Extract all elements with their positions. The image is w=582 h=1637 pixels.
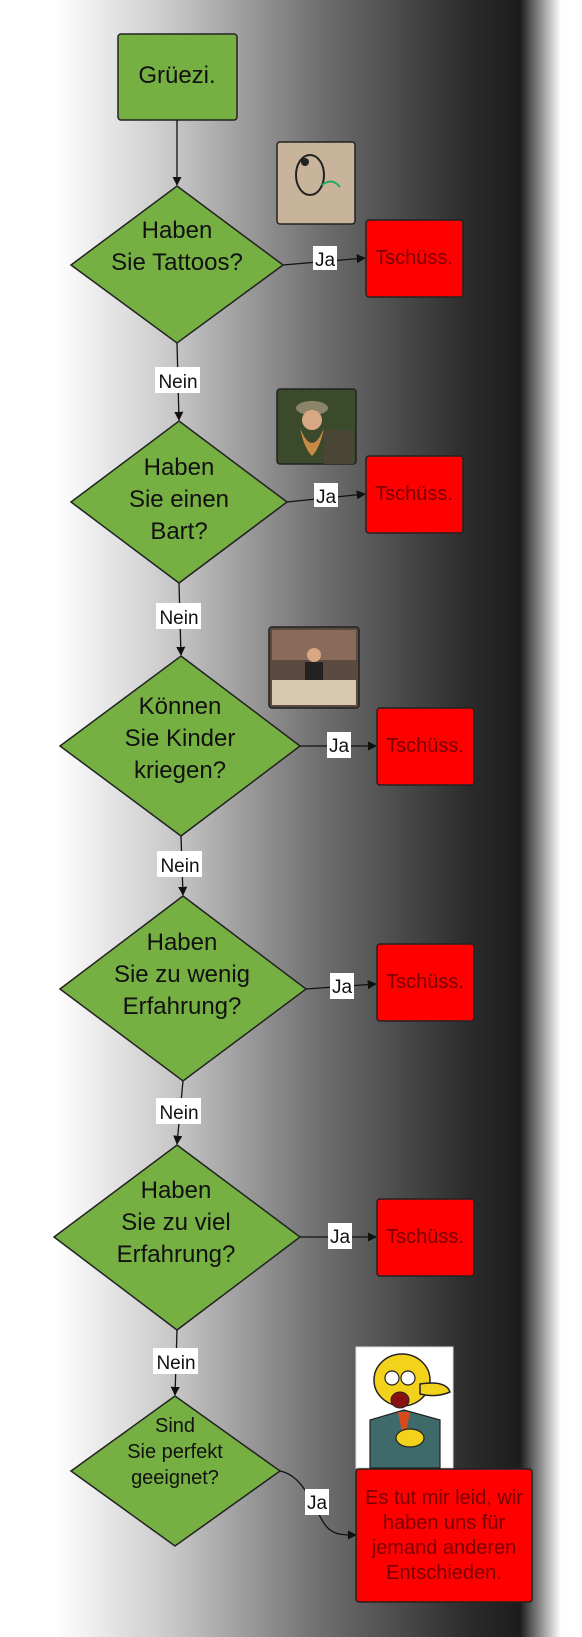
decision-too-little-line3: Erfahrung?: [123, 993, 242, 1020]
decision-perfect-line1: Sind: [155, 1415, 195, 1437]
no-label: Nein: [159, 1103, 198, 1124]
outcome-tschuess-2: [365, 455, 464, 534]
no-label-bg: [156, 603, 201, 629]
outcome-tschuess-1: [365, 219, 464, 298]
outcome-rejection-line3: jemand anderen: [371, 1537, 517, 1559]
yes-label-bg: [327, 732, 351, 758]
yes-label-bg: [313, 246, 337, 270]
yes-label-bg: [328, 1223, 352, 1249]
yes-label-bg: [330, 973, 354, 999]
outcome-rejection-line2: haben uns für: [383, 1512, 506, 1534]
beard-photo: [276, 388, 357, 465]
decision-too-much-line2: Sie zu viel: [121, 1209, 230, 1236]
outcome-tschuess-2-label: Tschüss.: [375, 483, 453, 505]
start-node-label: Grüezi.: [138, 62, 215, 89]
decision-children-line3: kriegen?: [134, 757, 226, 784]
decision-tattoos-line2: Sie Tattoos?: [111, 249, 243, 276]
outcome-tschuess-3: [376, 707, 475, 786]
decision-beard-line2: Sie einen: [129, 486, 229, 513]
outcome-tschuess-4: [376, 943, 475, 1022]
decision-perfect-line3: geeignet?: [131, 1467, 219, 1489]
decision-perfect-fit: [69, 1395, 282, 1547]
decision-tattoos-line1: Haben: [142, 217, 213, 244]
no-label: Nein: [160, 856, 199, 877]
decision-children-line1: Können: [139, 693, 222, 720]
decision-too-much-line1: Haben: [141, 1177, 212, 1204]
yes-label-bg: [314, 483, 338, 507]
yes-label: Ja: [316, 487, 337, 508]
no-label: Nein: [156, 1353, 195, 1374]
children-photo: [268, 626, 360, 709]
no-label-bg: [153, 1348, 198, 1374]
decision-children-line2: Sie Kinder: [125, 725, 236, 752]
no-label: Nein: [159, 608, 198, 629]
cartoon-boss-image: [355, 1346, 454, 1469]
outcome-tschuess-4-label: Tschüss.: [386, 971, 464, 993]
decision-perfect-line2: Sie perfekt: [127, 1441, 223, 1463]
no-label: Nein: [158, 372, 197, 393]
decision-too-much-line3: Erfahrung?: [117, 1241, 236, 1268]
yes-label: Ja: [315, 250, 336, 271]
outcome-rejection-line4: Entschieden.: [386, 1562, 502, 1584]
decision-beard-line1: Haben: [144, 454, 215, 481]
decision-too-little-line2: Sie zu wenig: [114, 961, 250, 988]
yes-label-bg: [305, 1489, 329, 1515]
yes-label: Ja: [307, 1493, 328, 1514]
outcome-rejection: [355, 1468, 533, 1603]
yes-label: Ja: [329, 736, 350, 757]
no-label-bg: [157, 851, 202, 877]
outcome-tschuess-3-label: Tschüss.: [386, 735, 464, 757]
yes-label: Ja: [332, 977, 353, 998]
decision-too-little-line1: Haben: [147, 929, 218, 956]
decision-too-little-experience: [58, 895, 308, 1082]
outcome-tschuess-1-label: Tschüss.: [375, 247, 453, 269]
decision-too-much-experience: [52, 1144, 302, 1331]
outcome-tschuess-5: [376, 1198, 475, 1277]
outcome-rejection-line1: Es tut mir leid, wir: [365, 1487, 523, 1509]
decision-beard-line3: Bart?: [150, 518, 207, 545]
outcome-tschuess-5-label: Tschüss.: [386, 1226, 464, 1248]
no-label-bg: [156, 1098, 201, 1124]
edge-perfect-yes: [279, 1470, 357, 1540]
tattoo-photo: [276, 141, 356, 225]
yes-label: Ja: [330, 1227, 351, 1248]
no-label-bg: [155, 367, 200, 393]
